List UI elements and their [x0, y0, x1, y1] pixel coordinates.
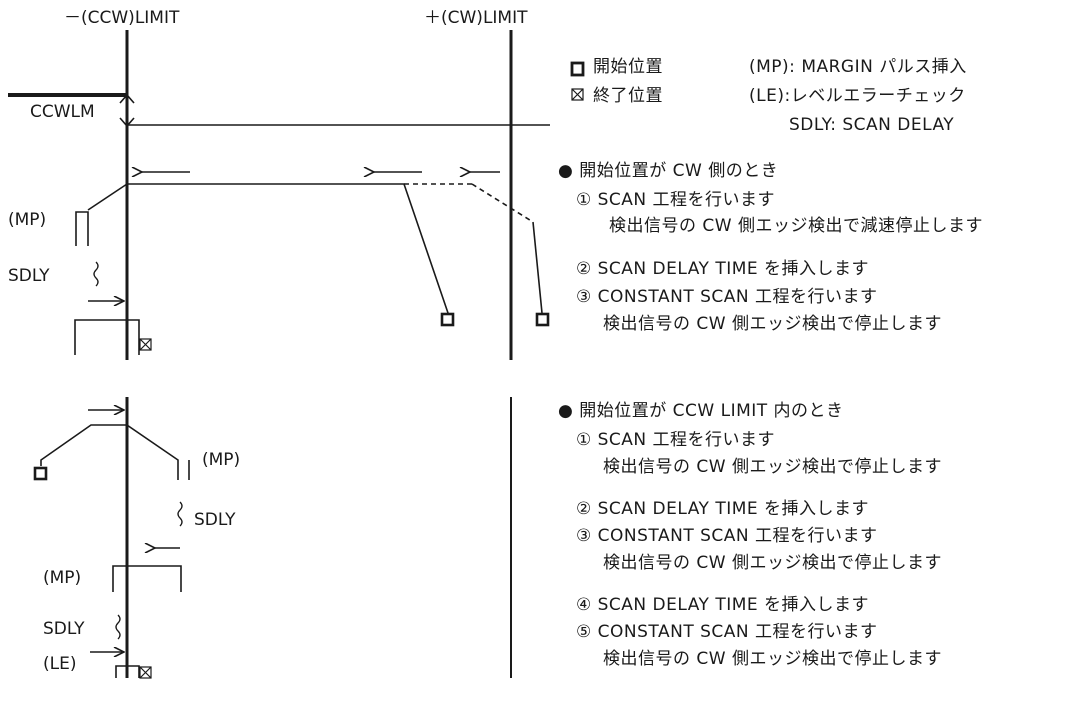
legend-sdly-desc: SDLY: SCAN DELAY [789, 115, 955, 135]
level-error-check-pulse [115, 665, 140, 678]
scan-profile-dashed [471, 183, 534, 223]
mp-label: (MP) [202, 450, 241, 470]
section1-step: 検出信号の CW 側エッジ検出で停止します [603, 314, 942, 334]
legend-start-name: 開始位置 [593, 57, 663, 77]
section1-heading: ● 開始位置が CW 側のとき [558, 161, 779, 181]
constant-scan-profile [112, 565, 182, 592]
end-position-icon [139, 338, 152, 679]
legend-start-desc: (MP): MARGIN パルス挿入 [749, 57, 967, 77]
section2-step: 検出信号の CW 側エッジ検出で停止します [603, 457, 942, 477]
ccwlm-arrow-up [119, 93, 135, 104]
legend-end-name: 終了位置 [593, 86, 663, 106]
mp-label: (MP) [43, 568, 82, 588]
ccwlm-label: CCWLM [30, 102, 95, 122]
start-position-icon [33, 312, 550, 481]
cw-limit-label: ＋(CW)LIMIT [424, 8, 528, 28]
sdly-squiggle [93, 261, 99, 287]
margin-pulse [75, 211, 89, 246]
le-label: (LE) [43, 654, 77, 674]
section2-step: ③ CONSTANT SCAN 工程を行います [576, 526, 878, 546]
scan-profile-decel [87, 183, 449, 321]
sdly-label: SDLY [8, 266, 50, 286]
sdly-squiggle [115, 614, 121, 640]
section2-step: 検出信号の CW 側エッジ検出で停止します [603, 649, 942, 669]
legend-end-desc: (LE):レベルエラーチェック [749, 86, 966, 106]
sdly-label: SDLY [194, 510, 236, 530]
mp-label: (MP) [8, 210, 47, 230]
section1-step: ③ CONSTANT SCAN 工程を行います [576, 287, 878, 307]
section1-step: ② SCAN DELAY TIME を挿入します [576, 259, 870, 279]
section2-step: ⑤ CONSTANT SCAN 工程を行います [576, 622, 878, 642]
start-position-icon [570, 61, 585, 77]
sdly-label: SDLY [43, 619, 85, 639]
end-position-icon [571, 88, 584, 101]
ccwlm-arrow-down [119, 117, 135, 128]
sdly-squiggle [177, 501, 183, 527]
section2-step: 検出信号の CW 側エッジ検出で停止します [603, 553, 942, 573]
section2-heading: ● 開始位置が CCW LIMIT 内のとき [558, 401, 844, 421]
scan-profile-initial [40, 424, 179, 480]
ccw-limit-label: －(CCW)LIMIT [64, 8, 180, 28]
section1-step: 検出信号の CW 側エッジ検出で減速停止します [609, 216, 983, 236]
constant-scan-profile [74, 319, 140, 355]
section1-step: ① SCAN 工程を行います [576, 190, 776, 210]
section2-step: ② SCAN DELAY TIME を挿入します [576, 499, 870, 519]
section2-step: ④ SCAN DELAY TIME を挿入します [576, 595, 870, 615]
section2-step: ① SCAN 工程を行います [576, 430, 776, 450]
scan-profile-tail [532, 221, 543, 314]
